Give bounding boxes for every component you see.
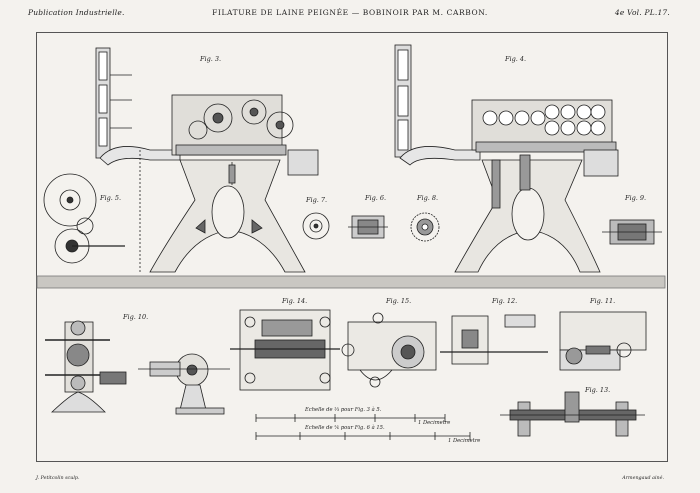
scale2-unit: 1 Decimetre [448, 438, 481, 444]
fig13-label: Fig. 13. [585, 386, 611, 394]
scale-bar-1 [255, 414, 446, 422]
scale1-caption: Echelle de ⅓ pour Fig. 3 à 5. [305, 407, 382, 413]
fig3-label: Fig. 3. [200, 55, 222, 63]
fig4-label: Fig. 4. [505, 55, 527, 63]
fig9-label: Fig. 9. [625, 194, 647, 202]
fig5-label: Fig. 5. [100, 194, 122, 202]
fig9-roller [602, 219, 662, 245]
fig7-disc [302, 212, 330, 240]
fig15-assembly [341, 312, 437, 388]
scale-bar-2 [255, 432, 471, 440]
fig10-label: Fig. 10. [123, 313, 149, 321]
plate-title: FILATURE DE LAINE PEIGNÉE — BOBINOIR PAR… [212, 8, 488, 17]
fig8-label: Fig. 8. [417, 194, 439, 202]
fig12-label: Fig. 12. [492, 297, 518, 305]
fig11-label: Fig. 11. [590, 297, 616, 305]
fig14-assembly [230, 309, 340, 391]
fig12-assembly [440, 314, 548, 365]
fig4-machine [394, 44, 619, 273]
fig6-label: Fig. 6. [365, 194, 387, 202]
fig6-bobbin [348, 215, 388, 239]
publication-title: Publication Industrielle. [28, 8, 125, 17]
author-credit: Armengaud ainé. [622, 476, 664, 481]
scale2-caption: Echelle de ⅙ pour Fig. 6 à 15. [305, 425, 385, 431]
fig3-machine [95, 47, 319, 273]
fig14-label: Fig. 14. [282, 297, 308, 305]
fig15-label: Fig. 15. [386, 297, 412, 305]
fig10b-assembly [138, 353, 230, 415]
fig5-gears [43, 173, 125, 264]
floor-strip [36, 275, 666, 289]
plate-frame [36, 32, 668, 462]
fig13-assembly [500, 391, 645, 437]
fig11-assembly [559, 311, 647, 371]
volume-plate-number: 4e Vol. PL.17. [614, 8, 670, 17]
engraver-credit: J. Petitcolin sculp. [36, 476, 80, 481]
scale1-unit: 1 Decimetre [418, 420, 451, 426]
fig8-gear [410, 212, 440, 242]
fig10-assembly [45, 320, 127, 413]
fig7-label: Fig. 7. [306, 196, 328, 204]
